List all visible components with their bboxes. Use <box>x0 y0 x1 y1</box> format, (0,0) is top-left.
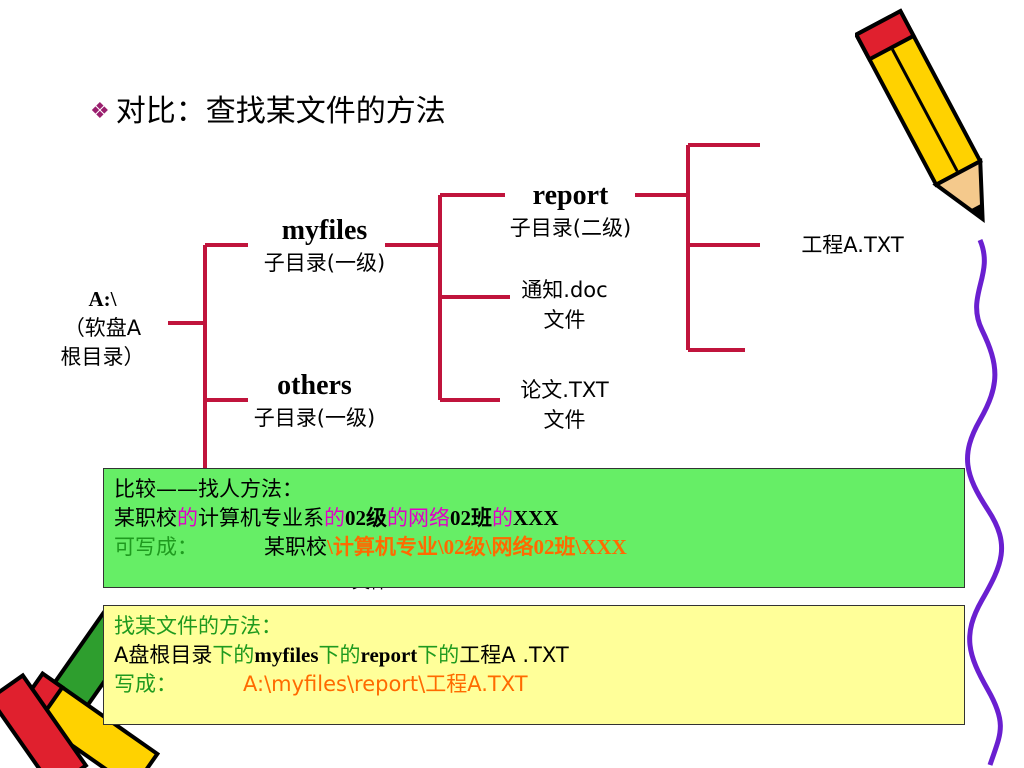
file-path-heading: 找某文件的方法： <box>114 614 282 638</box>
report-node: report 子目录(二级) <box>478 180 663 242</box>
slide-title: ❖对比：查找某文件的方法 <box>90 86 446 130</box>
notice-file: 通知.doc 文件 <box>497 275 632 335</box>
example-part: 的 <box>492 506 513 530</box>
file-path-box: 找某文件的方法： A盘根目录下的myfiles下的report下的工程A .TX… <box>103 605 965 725</box>
notice-file-name: 通知.doc <box>521 278 608 302</box>
example-part: 的 <box>324 506 345 530</box>
example-part: XXX <box>513 506 559 530</box>
root-node: A:\ （软盘A 根目录） <box>40 285 165 372</box>
comparison-written-as: 可写成： 某职校\计算机专业\02级\网络02班\XXX <box>114 533 954 562</box>
notice-file-type: 文件 <box>543 308 586 332</box>
report-name: report <box>532 180 609 211</box>
comparison-heading: 比较——找人方法： <box>114 477 303 501</box>
example-part: 某职校 <box>114 506 177 530</box>
root-desc-line2: 根目录） <box>60 345 145 369</box>
slide-title-text: 对比：查找某文件的方法 <box>115 94 446 129</box>
bullet-icon: ❖ <box>90 99 110 124</box>
report-sub: 子目录(二级) <box>509 216 632 240</box>
comparison-box: 比较——找人方法： 某职校的计算机专业系的02级的网络02班的XXX 可写成：某… <box>103 468 965 588</box>
path-part: report <box>360 643 418 667</box>
others-name: others <box>277 370 352 401</box>
file-path-example: A盘根目录下的myfiles下的report下的工程A .TXT <box>114 641 954 670</box>
myfiles-sub: 子目录(一级) <box>263 251 386 275</box>
thesis-file-type: 文件 <box>543 408 586 432</box>
myfiles-node: myfiles 子目录(一级) <box>232 215 417 277</box>
others-sub: 子目录(一级) <box>253 406 376 430</box>
example-part: 计算机专业系 <box>198 506 324 530</box>
example-part: 的网络 <box>387 506 450 530</box>
written-as-label: 可写成： <box>114 535 198 559</box>
myfiles-name: myfiles <box>281 215 368 246</box>
example-part: 的 <box>177 506 198 530</box>
path-part: 下的 <box>318 643 361 667</box>
written-as-prefix: 某职校 <box>264 535 327 559</box>
written-as-path: \计算机专业\02级\网络02班\XXX <box>327 535 627 559</box>
file-path-written-as: 写成： A:\myfiles\report\工程A.TXT <box>114 670 954 699</box>
path-part: 下的 <box>417 643 460 667</box>
project-file: 工程A.TXT <box>770 230 935 260</box>
example-part: 02班 <box>450 506 492 530</box>
others-node: others 子目录(一级) <box>222 370 407 432</box>
root-drive-label: A:\ <box>88 287 117 311</box>
path-part: myfiles <box>254 643 319 667</box>
project-file-name: 工程A.TXT <box>801 233 904 257</box>
purple-squiggle-decoration <box>965 239 1005 766</box>
pencil-icon <box>855 8 985 223</box>
example-part: 02级 <box>345 506 387 530</box>
path-part: 工程A .TXT <box>459 643 569 667</box>
path-part: 下的 <box>212 643 255 667</box>
thesis-file: 论文.TXT 文件 <box>497 375 632 435</box>
comparison-example: 某职校的计算机专业系的02级的网络02班的XXX <box>114 504 954 533</box>
thesis-file-name: 论文.TXT <box>520 378 609 402</box>
written-as-path: A:\myfiles\report\工程A.TXT <box>243 672 528 696</box>
path-part: A盘根目录 <box>114 643 213 667</box>
written-as-label: 写成： <box>114 672 177 696</box>
root-desc-line1: （软盘A <box>63 316 142 340</box>
